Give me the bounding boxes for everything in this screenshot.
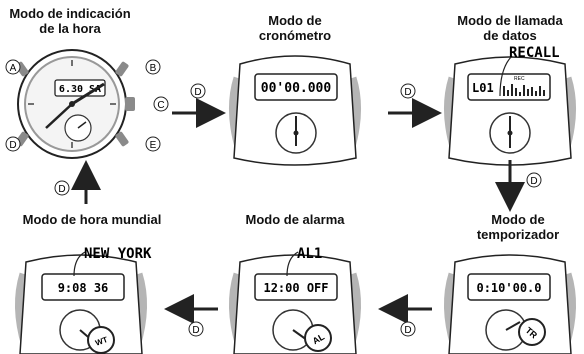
lcd-stopwatch [254,73,338,101]
title-alarm: Modo de alarma [245,212,345,227]
button-b[interactable]: B [145,59,161,75]
svg-text:A: A [10,63,17,74]
svg-text:D: D [530,176,537,187]
callout-alarm: AL1 [297,246,322,262]
hour-hand [71,82,105,106]
lcd-text-timer: 0:10'00.0 [476,281,541,295]
svg-text:D: D [58,184,65,195]
svg-text:D: D [9,140,16,151]
title-stopwatch: Modo de cronómetro [258,13,332,43]
title-timer: Modo de temporizador [476,212,560,242]
lcd-recall [467,73,551,101]
button-e[interactable]: E [145,136,161,152]
lcd-text-stopwatch: 00'00.000 [261,81,332,96]
button-a[interactable]: A [5,59,21,75]
arrow-stopwatch-to-recall: D [388,83,442,128]
watch-recall: L01 REC RECALL [443,45,577,166]
lcd-text-timekeeping: 6.30 SA [59,84,101,95]
lcd-timer [467,273,551,301]
badge-worldtime [87,326,115,354]
svg-text:C: C [157,100,164,111]
minute-hand [45,103,73,129]
title-recall: Modo de llamada de datos [457,13,563,43]
title-worldtime: Modo de hora mundial [22,212,162,227]
arrow-alarm-to-worldtime: D [164,294,218,337]
badge-timer [518,318,546,346]
lcd-worldtime [41,273,125,301]
watch-stopwatch: 00'00.000 [228,55,362,166]
svg-text:D: D [404,325,411,336]
watch-timekeeping: 6.30 SA A B C D E [5,49,169,159]
lcd-text-worldtime: 9:08 36 [58,281,109,295]
svg-text:E: E [150,140,157,151]
recall-bars [503,84,545,96]
lcd-text-recall: L01 [472,81,494,95]
arrow-timekeeping-to-stopwatch: D [172,83,226,128]
watch-timer: 0:10'00.0 TR [443,254,577,354]
title-timekeeping: Modo de indicación de la hora [9,6,131,36]
callout-worldtime: NEW YORK [84,246,152,262]
svg-text:WT: WT [94,335,109,348]
lcd-alarm [254,273,338,301]
callout-recall: RECALL [509,45,560,61]
badge-alarm [304,324,332,352]
svg-text:D: D [194,87,201,98]
watch-alarm: 12:00 OFF AL1 AL [228,246,362,354]
svg-text:D: D [404,87,411,98]
watch-worldtime: 9:08 36 NEW YORK WT [14,246,152,354]
arrow-recall-to-timer: D [495,160,542,212]
button-d[interactable]: D [5,136,21,152]
svg-text:D: D [192,325,199,336]
lcd-text-alarm: 12:00 OFF [263,281,328,295]
arrow-timer-to-alarm: D [378,294,432,337]
arrow-worldtime-to-timekeeping: D [54,160,101,204]
rec-indicator: REC [514,76,525,82]
button-c[interactable]: C [153,96,169,112]
svg-text:B: B [150,63,157,74]
